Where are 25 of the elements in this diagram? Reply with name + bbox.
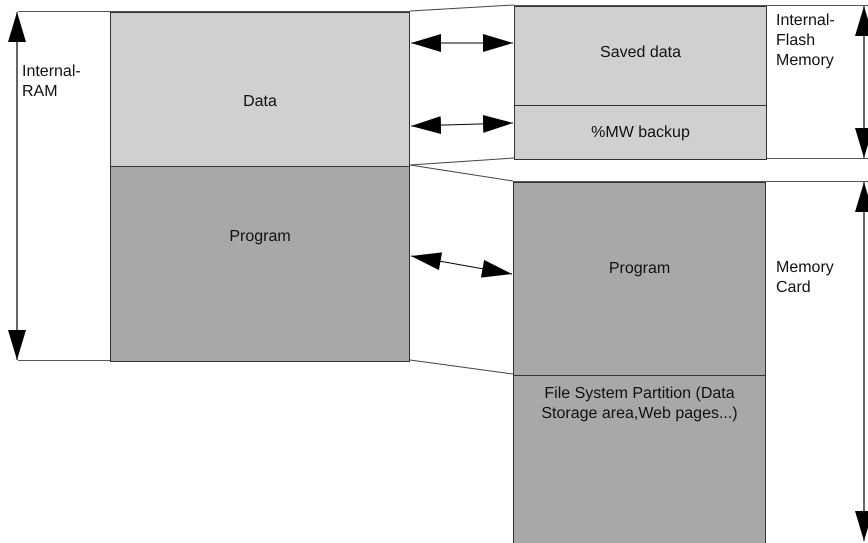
region-label: Memory Card	[776, 258, 835, 298]
block-label: File System Partition (Data Storage area,Web pages...)	[540, 384, 739, 424]
memory-block	[514, 105, 767, 160]
projection-line	[410, 158, 514, 166]
block-label: Data	[242, 92, 278, 112]
projection-line	[410, 360, 514, 374]
projection-line	[410, 4, 514, 12]
region-label: Internal- RAM	[22, 62, 82, 102]
memory-block	[513, 182, 766, 376]
block-label: %MW backup	[590, 123, 691, 143]
memory-block	[514, 6, 767, 106]
memory-block	[110, 166, 410, 362]
double-arrow	[410, 252, 512, 278]
block-label: Saved data	[599, 43, 682, 63]
block-label: Program	[608, 259, 672, 279]
region-label: Internal- Flash Memory	[776, 11, 836, 71]
projection-line	[410, 164, 514, 182]
memory-region	[514, 5, 868, 159]
memory-region	[18, 11, 410, 361]
block-label: Program	[228, 227, 292, 247]
memory-region	[513, 181, 868, 543]
memory-block	[513, 375, 766, 543]
memory-block	[110, 12, 410, 167]
double-arrow	[410, 34, 514, 52]
double-arrow	[410, 114, 514, 134]
